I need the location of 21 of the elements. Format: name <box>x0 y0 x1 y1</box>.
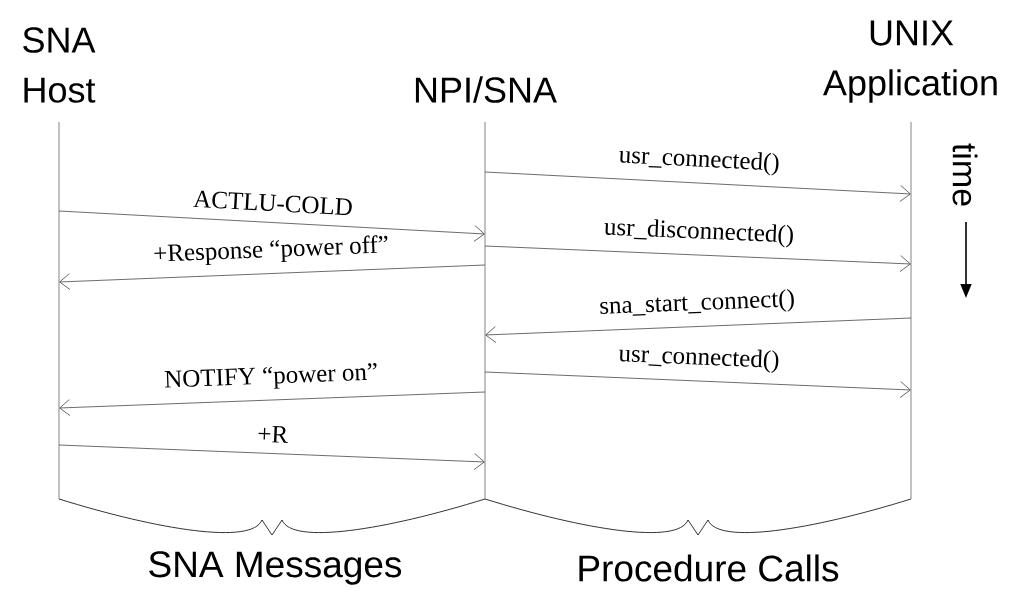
arrow <box>58 444 485 470</box>
edge-label: usr_connected() <box>617 342 781 375</box>
axis-label: Procedure Calls <box>579 554 839 582</box>
axis-label: SNA Messages <box>149 551 402 585</box>
arrow <box>484 245 911 272</box>
edge-label: +Response “power off” <box>151 233 391 269</box>
axis-label: time <box>952 143 978 206</box>
arrow <box>58 210 485 242</box>
arrow <box>485 317 912 343</box>
arrow <box>484 371 911 398</box>
arrow <box>484 171 911 202</box>
arrow <box>59 264 486 290</box>
lifeline: SNA Host <box>23 27 96 500</box>
arrow <box>59 391 486 416</box>
edge-label: ACTLU-COLD <box>191 189 355 217</box>
edge-label: usr_disconnected() <box>602 216 796 249</box>
edge-label: NOTIFY “power on” <box>162 361 380 394</box>
lifeline: NPI/SNA <box>415 76 557 500</box>
edge-label: sna_start_connect() <box>597 287 797 321</box>
edge-label: usr_connected() <box>617 144 782 177</box>
edge-label: +R <box>256 424 290 444</box>
